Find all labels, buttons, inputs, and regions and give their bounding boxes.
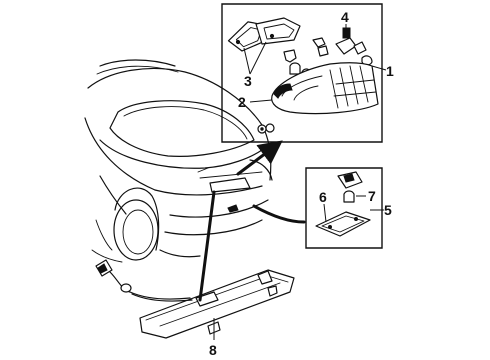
callout-7: 7 xyxy=(356,188,376,204)
pointer-lines xyxy=(198,140,306,302)
callout-4: 4 xyxy=(341,9,349,30)
gasket-parts xyxy=(227,17,301,52)
callout-2-label: 2 xyxy=(238,94,246,110)
nut-part xyxy=(257,123,275,134)
callout-3: 3 xyxy=(243,41,267,89)
license-lamp-parts xyxy=(315,171,371,237)
tail-lamp-lens xyxy=(271,62,379,115)
car-body xyxy=(84,59,273,263)
callout-5: 5 xyxy=(370,202,392,218)
box-license-lamp xyxy=(305,167,383,249)
callout-2: 2 xyxy=(238,94,273,110)
callout-6: 6 xyxy=(319,189,327,223)
callout-6-label: 6 xyxy=(319,189,327,205)
wire-harness xyxy=(95,259,193,302)
callout-4-label: 4 xyxy=(341,9,349,25)
box-tail-lamp xyxy=(221,3,383,143)
callout-5-label: 5 xyxy=(384,202,392,218)
callout-1: 1 xyxy=(371,63,394,79)
callout-3-label: 3 xyxy=(244,73,252,89)
callout-8: 8 xyxy=(209,318,217,358)
callout-7-label: 7 xyxy=(368,188,376,204)
callout-1-label: 1 xyxy=(386,63,394,79)
high-mount-stop-lamp xyxy=(139,269,295,339)
callout-8-label: 8 xyxy=(209,342,217,358)
